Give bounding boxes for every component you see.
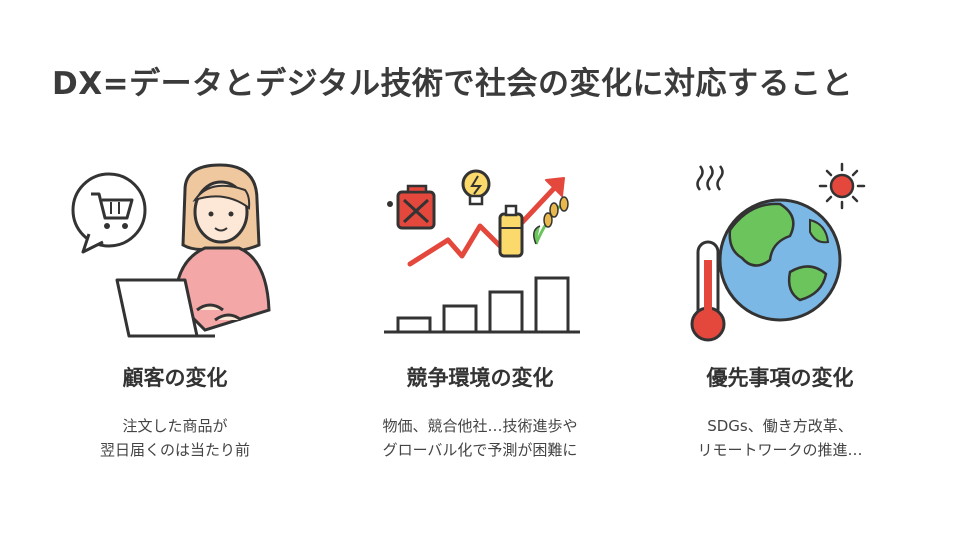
heat-wave-icon	[696, 165, 724, 191]
sun-icon	[818, 162, 866, 210]
description-line: リモートワークの推進…	[697, 441, 863, 459]
fuel-can-icon	[387, 184, 436, 230]
priority-change-section: 優先事項の変化 SDGs、働き方改革、 リモートワークの推進…	[650, 160, 910, 462]
earth-thermometer-sun-icon	[690, 162, 866, 342]
column-title: 競争環境の変化	[406, 366, 554, 390]
shopping-cart-bubble-icon	[71, 172, 147, 254]
slide-title: DX=データとデジタル技術で社会の変化に対応すること	[52, 66, 853, 102]
column-title: 優先事項の変化	[706, 366, 854, 390]
description-line: 注文した商品が	[122, 417, 228, 435]
oil-bottle-icon	[498, 204, 524, 258]
column-title: 顧客の変化	[122, 366, 228, 390]
lightbulb-icon	[461, 169, 491, 206]
earth-icon	[718, 198, 842, 322]
customer-change-section: 顧客の変化 注文した商品が 翌日届くのは当たり前	[45, 160, 305, 462]
description-line: SDGs、働き方改革、	[707, 417, 853, 435]
rising-price-chart-icon	[384, 169, 580, 334]
wheat-icon	[533, 196, 569, 245]
column-description: 注文した商品が 翌日届くのは当たり前	[45, 414, 305, 462]
column-description: SDGs、働き方改革、 リモートワークの推進…	[650, 414, 910, 462]
description-line: グローバル化で予測が困難に	[382, 441, 578, 459]
online-shopping-woman-laptop-icon	[71, 163, 271, 338]
description-line: 翌日届くのは当たり前	[99, 441, 250, 459]
competition-change-section: 競争環境の変化 物価、競合他社…技術進歩や グローバル化で予測が困難に	[350, 160, 610, 462]
thermometer-icon	[690, 240, 726, 342]
column-description: 物価、競合他社…技術進歩や グローバル化で予測が困難に	[350, 414, 610, 462]
description-line: 物価、競合他社…技術進歩や	[382, 417, 578, 435]
